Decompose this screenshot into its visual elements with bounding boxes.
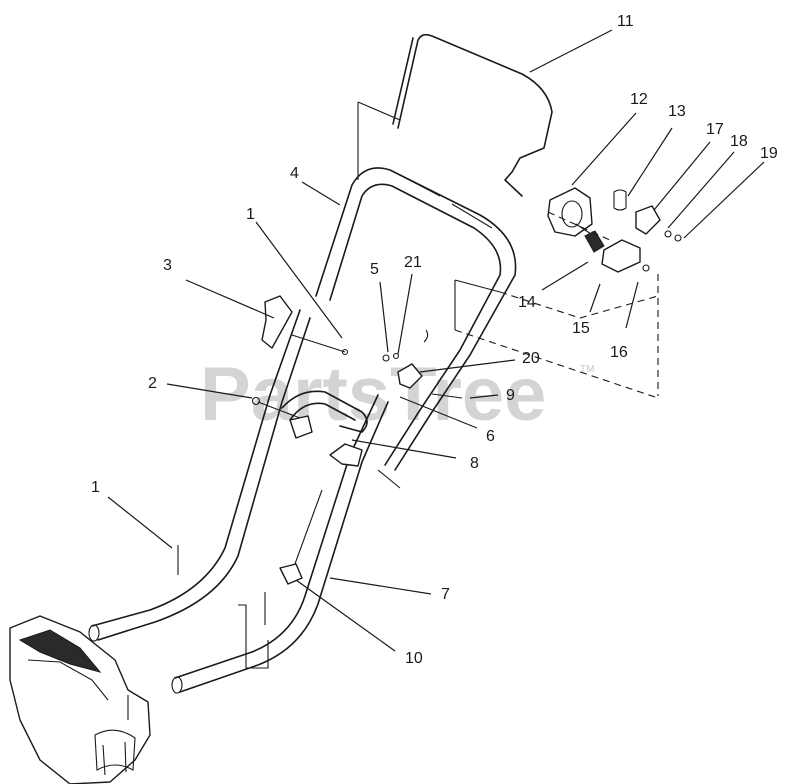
callout-11: 11 [617,13,634,30]
small-components [177,295,463,625]
callout-21: 21 [404,254,422,271]
callout-3: 3 [163,257,172,274]
callout-20: 20 [522,350,540,367]
callout-13: 13 [668,103,686,120]
callout-7: 7 [441,586,450,603]
control-bail [392,33,553,197]
callout-19: 19 [760,145,778,162]
callout-14: 14 [518,294,536,311]
callout-15: 15 [572,320,590,337]
callout-17: 17 [706,121,724,138]
mower-deck [9,615,151,784]
callout-10: 10 [405,650,423,667]
callout-18: 18 [730,133,748,150]
callout-2: 2 [148,375,157,392]
callout-4: 4 [290,165,299,182]
callout-12: 12 [630,91,648,108]
callout-1-upper: 1 [246,206,255,223]
leader-lines [107,29,765,652]
callout-8: 8 [470,455,479,472]
middle-handle [281,390,368,433]
watermark-text: PartsTree [200,352,546,437]
callout-16: 16 [610,344,628,361]
callout-6: 6 [486,428,495,445]
callout-9: 9 [506,387,515,404]
callout-5: 5 [370,261,379,278]
callout-1-lower: 1 [91,479,100,496]
watermark-trademark: TM [580,364,594,375]
lower-handle [88,309,389,694]
drive-housing [547,187,682,273]
upper-handle [315,167,517,471]
callout-labels: 11 12 13 17 18 19 4 1 3 5 21 14 15 16 20… [91,13,778,667]
